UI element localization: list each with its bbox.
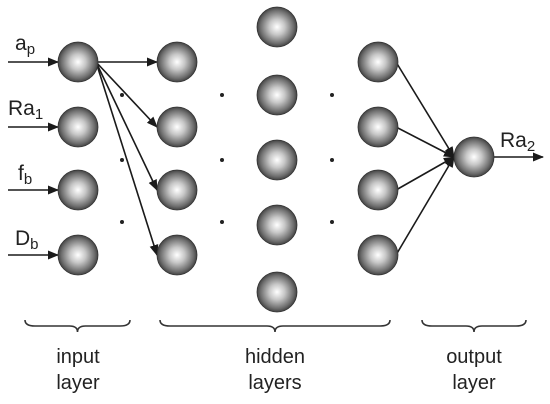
ellipsis-dot-8 bbox=[330, 220, 334, 224]
hidden3-node-2 bbox=[357, 169, 399, 211]
hidden2-node-4 bbox=[256, 271, 298, 313]
connection-in-h1-3 bbox=[95, 61, 159, 257]
input-layer-brace bbox=[24, 319, 131, 333]
hidden1-node-1 bbox=[156, 106, 198, 148]
input-node-1 bbox=[57, 106, 99, 148]
ellipsis-dot-1 bbox=[120, 158, 124, 162]
input-label-ra1: Ra1 bbox=[8, 97, 43, 123]
hidden3-node-1 bbox=[357, 106, 399, 148]
hidden2-node-0 bbox=[256, 6, 298, 48]
hidden1-node-3 bbox=[156, 234, 198, 276]
hidden-layers-label-line2: layers bbox=[248, 372, 301, 394]
hidden-layers-label-line1: hidden bbox=[245, 346, 305, 368]
ellipsis-dots bbox=[120, 93, 334, 224]
input-label-db: Db bbox=[15, 227, 39, 253]
input-label-ap: ap bbox=[15, 32, 35, 58]
connection-h3-out-2 bbox=[395, 156, 455, 191]
nodes bbox=[57, 6, 495, 313]
hidden3-node-3 bbox=[357, 234, 399, 276]
output-layer-label-line2: layer bbox=[452, 372, 496, 394]
hidden-layers-brace bbox=[159, 319, 391, 333]
input-layer-label-line1: input bbox=[56, 346, 100, 368]
output-layer-brace bbox=[421, 319, 527, 333]
hidden1-node-0 bbox=[156, 41, 198, 83]
ellipsis-dot-7 bbox=[330, 158, 334, 162]
hidden2-node-3 bbox=[256, 204, 298, 246]
output-label-ra2: Ra2 bbox=[500, 129, 535, 155]
layer-braces bbox=[24, 319, 527, 333]
hidden1-node-2 bbox=[156, 169, 198, 211]
ellipsis-dot-5 bbox=[220, 220, 224, 224]
output-layer-label-line1: output bbox=[446, 346, 502, 368]
ellipsis-dot-2 bbox=[120, 220, 124, 224]
ellipsis-dot-4 bbox=[220, 158, 224, 162]
connection-in-h1-2 bbox=[95, 61, 158, 192]
hidden2-node-2 bbox=[256, 139, 298, 181]
ellipsis-dot-6 bbox=[330, 93, 334, 97]
output-node bbox=[453, 136, 495, 178]
hidden3-node-0 bbox=[357, 41, 399, 83]
input-layer-label-line2: layer bbox=[56, 372, 100, 394]
input-label-fb: fb bbox=[18, 162, 32, 188]
ellipsis-dot-0 bbox=[120, 93, 124, 97]
input-node-2 bbox=[57, 169, 99, 211]
connection-h3-out-3 bbox=[395, 156, 455, 256]
connection-h3-out-1 bbox=[395, 126, 455, 158]
input-node-3 bbox=[57, 234, 99, 276]
connection-h3-out-0 bbox=[395, 61, 455, 158]
ellipsis-dot-3 bbox=[220, 93, 224, 97]
hidden2-node-1 bbox=[256, 74, 298, 116]
connection-in-h1-1 bbox=[95, 61, 158, 128]
connections bbox=[8, 57, 545, 260]
input-node-0 bbox=[57, 41, 99, 83]
